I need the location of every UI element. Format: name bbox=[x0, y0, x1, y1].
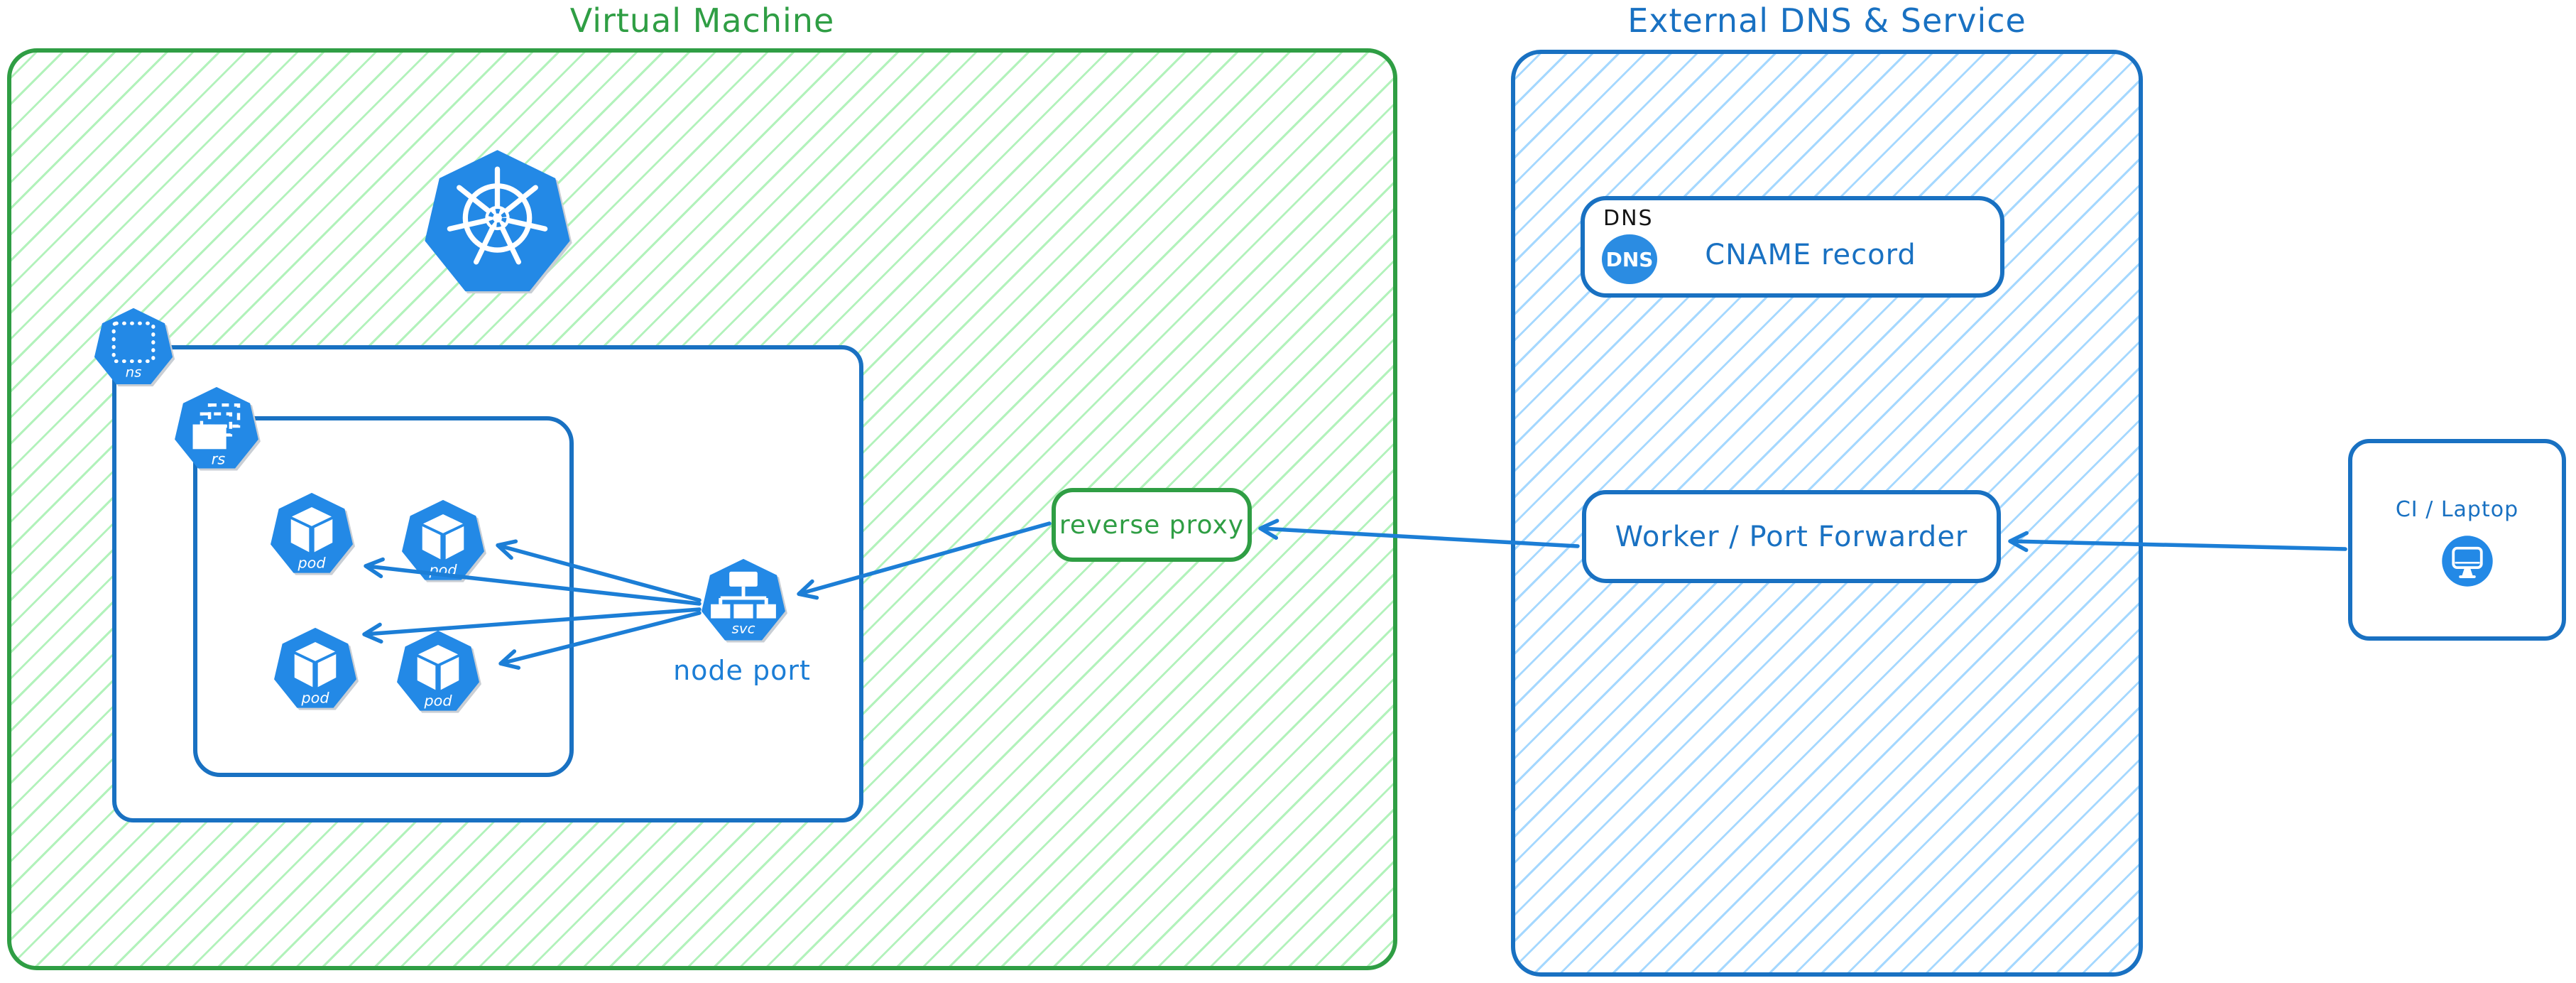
dns-icon-text: DNS bbox=[1605, 247, 1654, 271]
virtual-machine-title: Virtual Machine bbox=[569, 1, 835, 40]
pod-icon-label: pod bbox=[297, 554, 326, 571]
kubernetes-logo-icon bbox=[421, 148, 574, 300]
replicaset-icon-label: rs bbox=[212, 450, 226, 467]
replicaset-icon: rs bbox=[173, 386, 261, 474]
worker-port-forwarder-label: Worker / Port Forwarder bbox=[1615, 520, 1968, 553]
service-icon: svc bbox=[699, 558, 787, 646]
ci-laptop-label: CI / Laptop bbox=[2395, 497, 2519, 522]
pod-icon: pod bbox=[268, 492, 355, 578]
pod-icon: pod bbox=[400, 499, 486, 585]
namespace-icon: ns bbox=[92, 307, 175, 389]
dns-icon: DNS bbox=[1602, 234, 1657, 284]
external-dns-service-title: External DNS & Service bbox=[1627, 1, 2026, 40]
pod-icon-label: pod bbox=[300, 689, 329, 706]
reverse-proxy-node: reverse proxy bbox=[1052, 488, 1252, 562]
worker-port-forwarder-node: Worker / Port Forwarder bbox=[1582, 490, 2001, 583]
pod-icon: pod bbox=[395, 629, 481, 716]
node-port-label: node port bbox=[673, 655, 811, 686]
dns-tag-label: DNS bbox=[1603, 206, 1654, 231]
pod-icon-label: pod bbox=[423, 692, 452, 709]
reverse-proxy-label: reverse proxy bbox=[1059, 510, 1245, 540]
pod-icon: pod bbox=[272, 626, 359, 713]
monitor-icon bbox=[2440, 534, 2494, 588]
cname-record-label: CNAME record bbox=[1705, 239, 1916, 271]
namespace-icon-label: ns bbox=[126, 364, 142, 381]
service-icon-label: svc bbox=[732, 621, 755, 637]
pod-icon-label: pod bbox=[428, 561, 457, 578]
